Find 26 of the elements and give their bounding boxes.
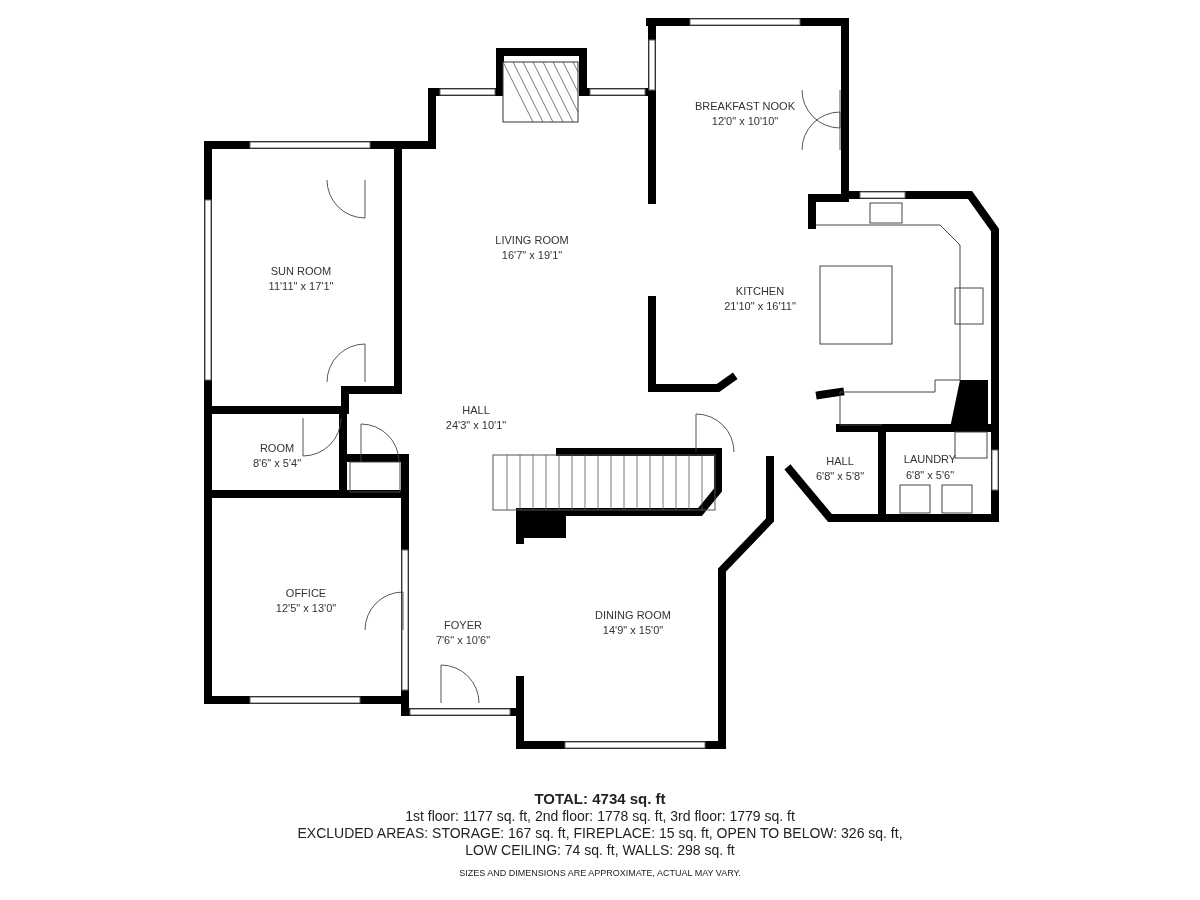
total-area-title: TOTAL: 4734 sq. ft [534,790,666,807]
room-name: HALL [462,404,490,417]
room-name: HALL [826,455,854,468]
room-dimensions: 16'7" x 19'1" [501,249,563,262]
disclaimer-note: SIZES AND DIMENSIONS ARE APPROXIMATE, ACTUAL MAY VARY. [459,868,741,879]
room-dimensions: 8'6" x 5'4" [252,457,302,470]
room-name: BREAKFAST NOOK [694,100,796,113]
room-name: FOYER [444,619,482,632]
room-dimensions: 11'11" x 17'1" [268,280,334,293]
area-summary: EXCLUDED AREAS: STORAGE: 167 sq. ft, FIREPLACE: 15 sq. ft, OPEN TO BELOW: 326 sq. ft, LOW CEILING: 74 sq. ft, WALLS: 298 sq. ft [296,825,904,859]
room-name: LIVING ROOM [495,234,569,247]
room-dimensions: 14'9" x 15'0" [602,624,664,637]
room-name: LAUNDRY [903,453,957,466]
room-dimensions: 6'8" x 5'6" [905,469,955,482]
room-name: SUN ROOM [270,265,332,278]
room-name: KITCHEN [735,285,785,298]
room-dimensions: 24'3" x 10'1" [445,419,507,432]
room-name: ROOM [259,442,295,455]
room-dimensions: 12'5" x 13'0" [275,602,337,615]
room-dimensions: 21'10" x 16'11" [724,300,796,313]
room-name: OFFICE [285,587,327,600]
room-dimensions: 7'6" x 10'6" [435,634,491,647]
room-dimensions: 12'0" x 10'10" [711,115,779,128]
room-name: DINING ROOM [595,609,671,622]
room-dimensions: 6'8" x 5'8" [815,470,865,483]
area-summary: 1st floor: 1177 sq. ft, 2nd floor: 1778 sq. ft, 3rd floor: 1779 sq. ft [405,808,795,825]
